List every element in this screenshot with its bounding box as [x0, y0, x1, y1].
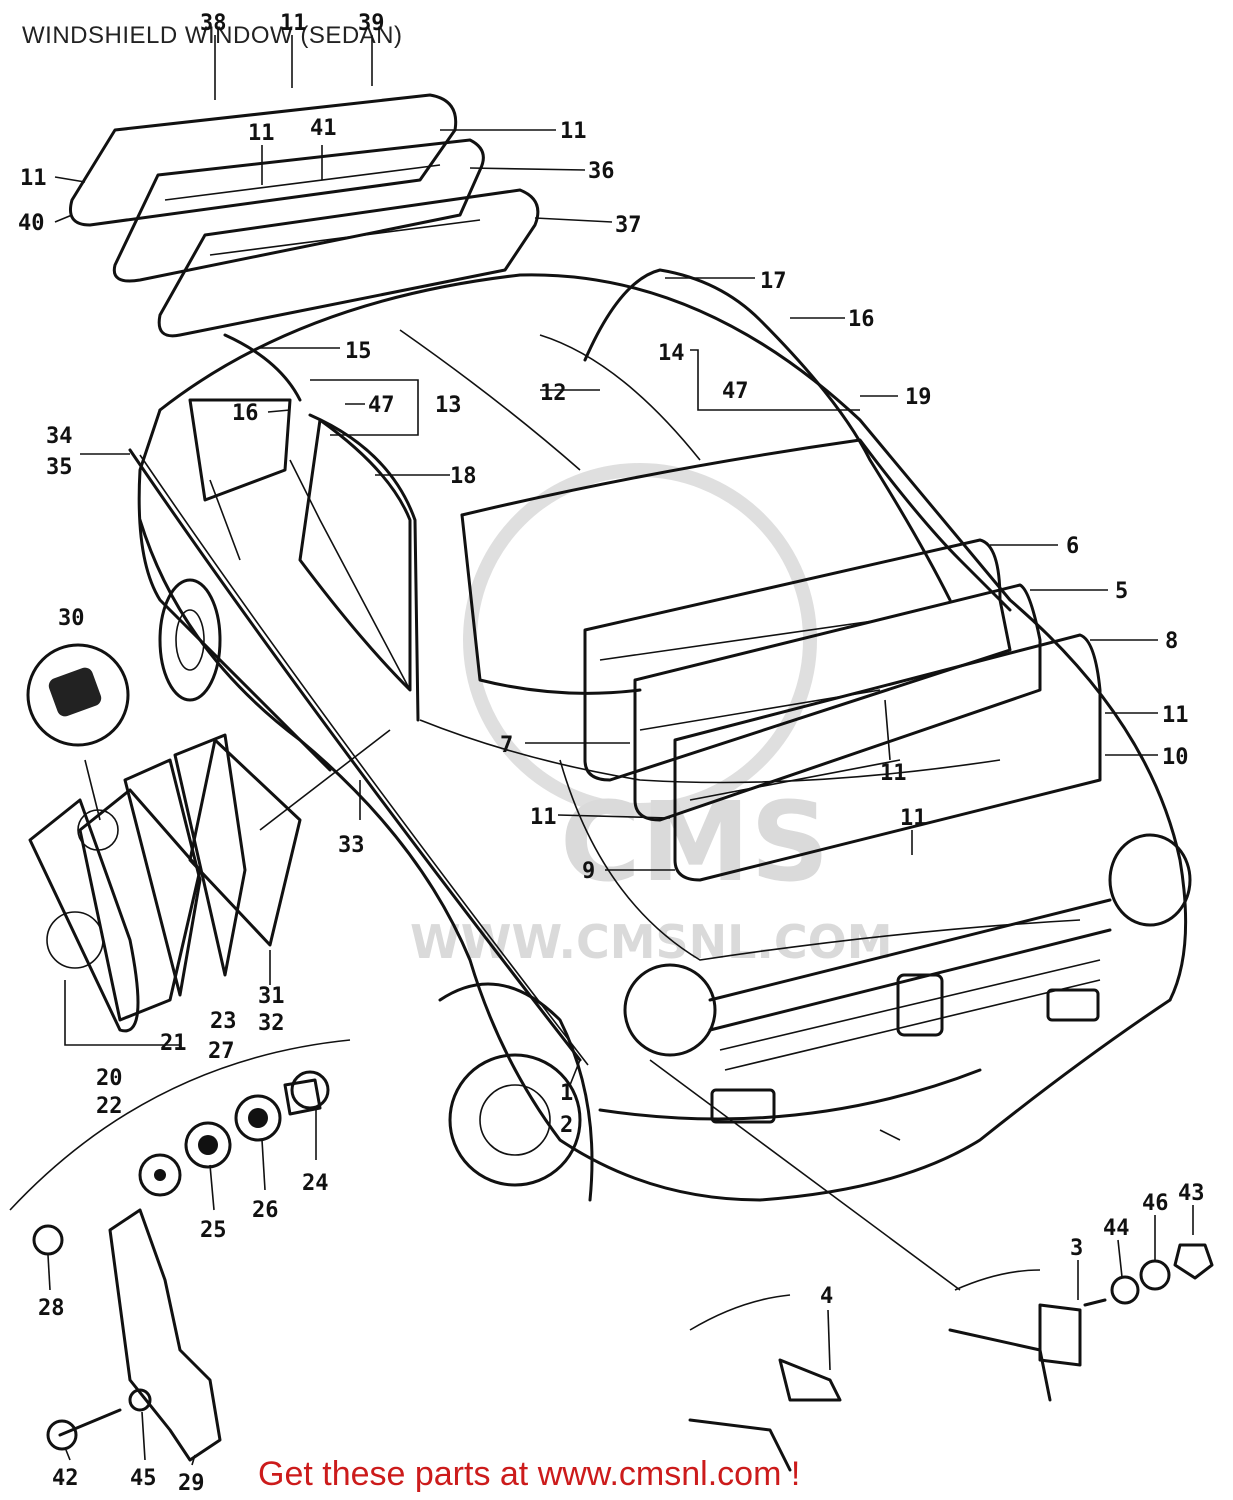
callout-1: 1 — [560, 1081, 573, 1106]
callout-21: 21 — [160, 1031, 187, 1056]
callout-3: 3 — [1070, 1236, 1083, 1261]
callout-35: 35 — [46, 455, 73, 480]
rear-window-seals — [69, 93, 540, 338]
callout-6: 6 — [1066, 534, 1079, 559]
callout-25: 25 — [200, 1218, 227, 1243]
callout-42: 42 — [52, 1466, 79, 1491]
callout-14: 14 — [658, 341, 685, 366]
diagram-title: WINDSHIELD WINDOW (SEDAN) — [22, 22, 403, 49]
detail-views — [688, 1243, 1214, 1472]
callout-28: 28 — [38, 1296, 65, 1321]
mounting-hardware — [9, 1039, 351, 1462]
callout-2: 2 — [560, 1113, 573, 1138]
callout-38: 38 — [200, 11, 227, 36]
callout-12: 12 — [540, 381, 567, 406]
callout-32: 32 — [258, 1011, 285, 1036]
callout-19: 19 — [905, 385, 932, 410]
callout-46: 46 — [1142, 1191, 1169, 1216]
car-body — [137, 273, 1192, 1202]
callout-18: 18 — [450, 464, 477, 489]
callout-11: 11 — [280, 11, 307, 36]
callout-11: 11 — [560, 119, 587, 144]
callout-23: 23 — [210, 1009, 237, 1034]
callout-39: 39 — [358, 11, 385, 36]
callout-11: 11 — [20, 166, 47, 191]
callout-8: 8 — [1165, 629, 1178, 654]
callout-34: 34 — [46, 424, 73, 449]
callout-5: 5 — [1115, 579, 1128, 604]
callout-11: 11 — [530, 805, 557, 830]
callout-16: 16 — [848, 307, 875, 332]
callout-11: 11 — [900, 806, 927, 831]
callout-4: 4 — [820, 1284, 833, 1309]
callout-43: 43 — [1178, 1181, 1205, 1206]
callout-37: 37 — [615, 213, 642, 238]
callout-7: 7 — [500, 733, 513, 758]
callout-36: 36 — [588, 159, 615, 184]
watermark-logo: CMS — [560, 778, 829, 906]
side-window-parts — [26, 643, 302, 1033]
callout-15: 15 — [345, 339, 372, 364]
callout-40: 40 — [18, 211, 45, 236]
callout-47: 47 — [722, 379, 749, 404]
callout-20: 20 — [96, 1066, 123, 1091]
callout-labels: 38 11 39 11 41 11 36 11 40 37 17 16 15 1… — [18, 11, 1205, 1496]
callout-9: 9 — [582, 859, 595, 884]
callout-29: 29 — [178, 1471, 205, 1496]
callout-31: 31 — [258, 984, 285, 1009]
drip-moldings — [128, 268, 952, 1066]
callout-26: 26 — [252, 1198, 279, 1223]
callout-11: 11 — [248, 121, 275, 146]
footer-link[interactable]: Get these parts at www.cmsnl.com ! — [258, 1455, 801, 1493]
callout-45: 45 — [130, 1466, 157, 1491]
callout-10: 10 — [1162, 745, 1189, 770]
callout-13: 13 — [435, 393, 462, 418]
callout-16: 16 — [232, 401, 259, 426]
watermark: CMS WWW.CMSNL.COM — [410, 463, 893, 969]
leader-lines — [47, 35, 1194, 1466]
callout-30: 30 — [58, 606, 85, 631]
callout-11: 11 — [880, 761, 907, 786]
callout-33: 33 — [338, 833, 365, 858]
callout-11: 11 — [1162, 703, 1189, 728]
callout-44: 44 — [1103, 1216, 1130, 1241]
callout-17: 17 — [760, 269, 787, 294]
callout-47: 47 — [368, 393, 395, 418]
callout-27: 27 — [208, 1039, 235, 1064]
callout-22: 22 — [96, 1094, 123, 1119]
callout-24: 24 — [302, 1171, 329, 1196]
callout-41: 41 — [310, 116, 337, 141]
windshield-seals — [583, 538, 1102, 882]
